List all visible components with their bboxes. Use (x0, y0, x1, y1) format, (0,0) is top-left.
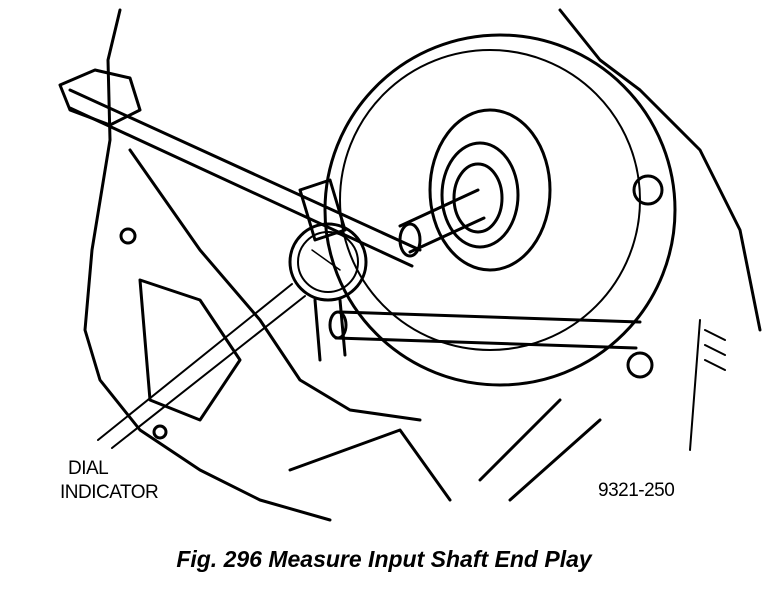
support-bar (334, 310, 642, 350)
retainer (428, 108, 552, 272)
retainer-seal (440, 141, 520, 249)
figure-caption: Fig. 296 Measure Input Shaft End Play (176, 546, 592, 572)
case-lower-rib (288, 398, 602, 502)
case-rib (138, 278, 242, 422)
case-outline (83, 8, 762, 522)
bolt (626, 351, 654, 379)
dial-label: DIAL (68, 458, 109, 479)
clamp (58, 68, 142, 127)
bolt (152, 424, 168, 440)
dial-indicator-drawing (288, 222, 368, 362)
spring (689, 319, 726, 451)
bolt (632, 174, 664, 206)
bolt (119, 227, 137, 245)
input-shaft (398, 188, 486, 254)
housing-outer (323, 33, 677, 387)
figure-code: 9321-250 (598, 480, 675, 501)
leader-line (97, 283, 306, 449)
housing-inner (339, 49, 641, 351)
indicator-label: INDICATOR (60, 482, 159, 503)
retainer-bore (452, 162, 504, 234)
